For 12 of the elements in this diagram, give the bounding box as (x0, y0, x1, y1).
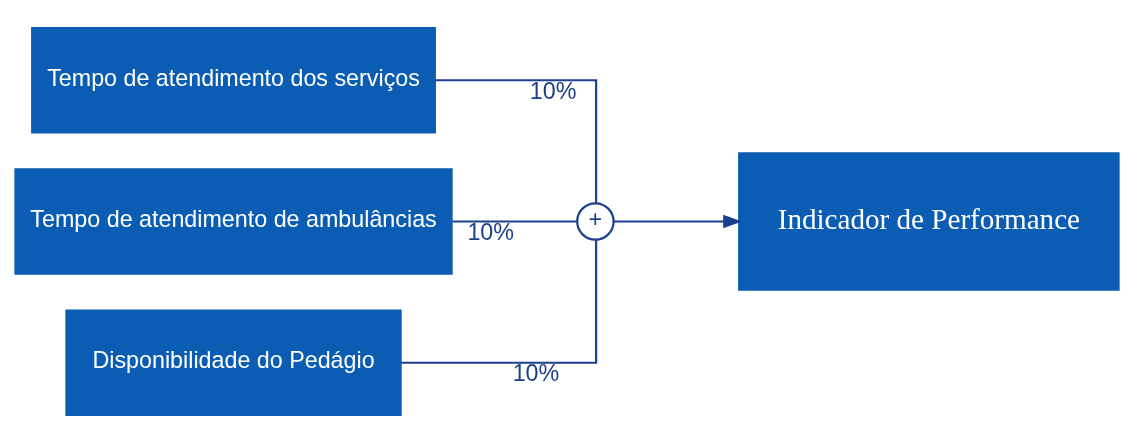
connector (401, 239, 598, 364)
edge-label: 10% (529, 77, 577, 104)
edge-label: 10% (512, 360, 560, 387)
arrow (613, 214, 743, 229)
connector (435, 79, 598, 204)
node-box: Tempo de atendimento dos serviços (31, 27, 436, 134)
node-circle: + (576, 202, 615, 241)
node-box: Tempo de atendimento de ambulâncias (14, 168, 453, 275)
node-box: Disponibilidade do Pedágio (65, 309, 402, 416)
connector (452, 220, 578, 223)
node-box: Indicador de Performance (738, 152, 1120, 291)
edge-label: 10% (467, 219, 515, 246)
